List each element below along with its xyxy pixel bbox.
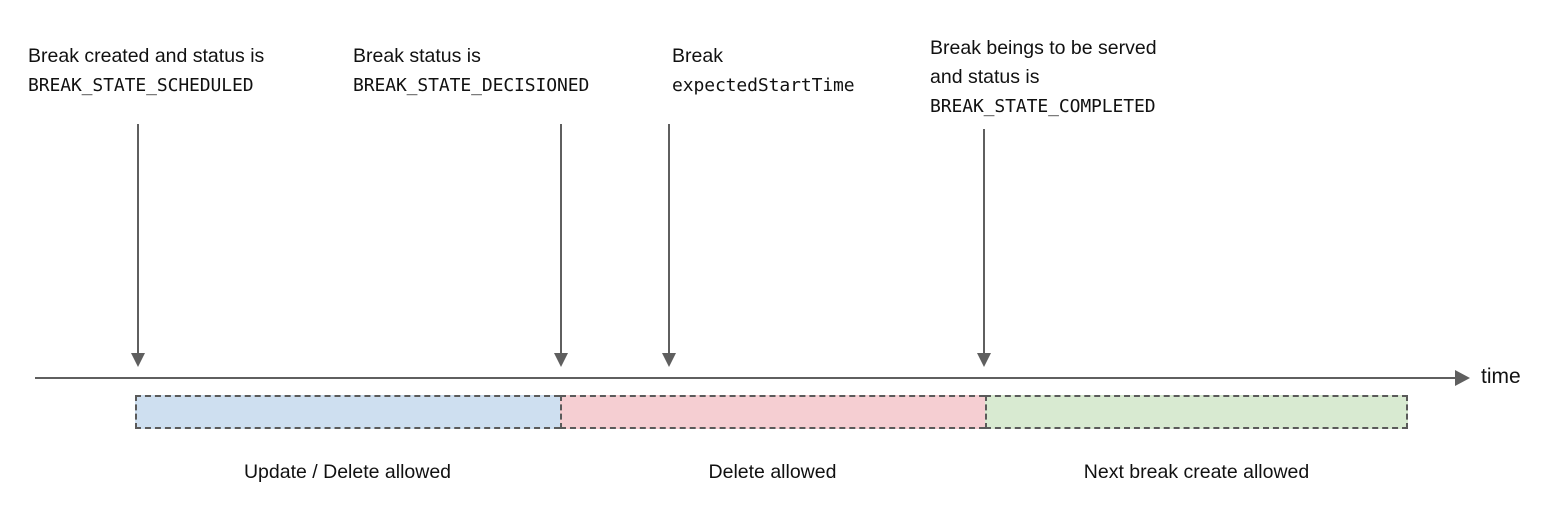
arrow-down-icon [554,353,568,367]
time-axis-line [35,377,1455,379]
phase-caption-update-delete: Update / Delete allowed [243,461,452,483]
phase-segment-delete-only [560,395,985,429]
time-axis-label: time [1481,365,1521,388]
marker-label-line: BREAK_STATE_DECISIONED [353,75,590,96]
arrow-right-icon [1455,370,1470,386]
marker-label-expected-start-time: Break expectedStartTime [672,42,855,100]
phase-caption-next-break-create: Next break create allowed [1083,461,1310,483]
arrow-shaft [560,124,562,354]
marker-label-line: BREAK_STATE_SCHEDULED [28,75,254,96]
phase-segment-next-break-create [985,395,1408,429]
marker-label-line: Break beings to be served [930,37,1157,59]
marker-label-line: BREAK_STATE_COMPLETED [930,96,1156,117]
marker-label-line: Break created and status is [28,45,265,67]
marker-label-line: Break status is [353,45,481,67]
arrow-shaft [137,124,139,354]
phase-caption-delete-only: Delete allowed [708,461,837,483]
arrow-down-icon [131,353,145,367]
marker-label-line: Break [672,45,723,67]
arrow-shaft [668,124,670,354]
marker-label-scheduled: Break created and status is BREAK_STATE_S… [28,42,264,100]
arrow-shaft [983,129,985,354]
arrow-down-icon [977,353,991,367]
marker-label-line: expectedStartTime [672,75,855,96]
marker-label-line: and status is [930,66,1040,88]
phase-segment-update-delete [135,395,560,429]
marker-label-decisioned: Break status is BREAK_STATE_DECISIONED [353,42,589,100]
marker-label-completed: Break beings to be served and status is BR… [930,34,1157,121]
phase-bar [135,395,1408,429]
arrow-down-icon [662,353,676,367]
